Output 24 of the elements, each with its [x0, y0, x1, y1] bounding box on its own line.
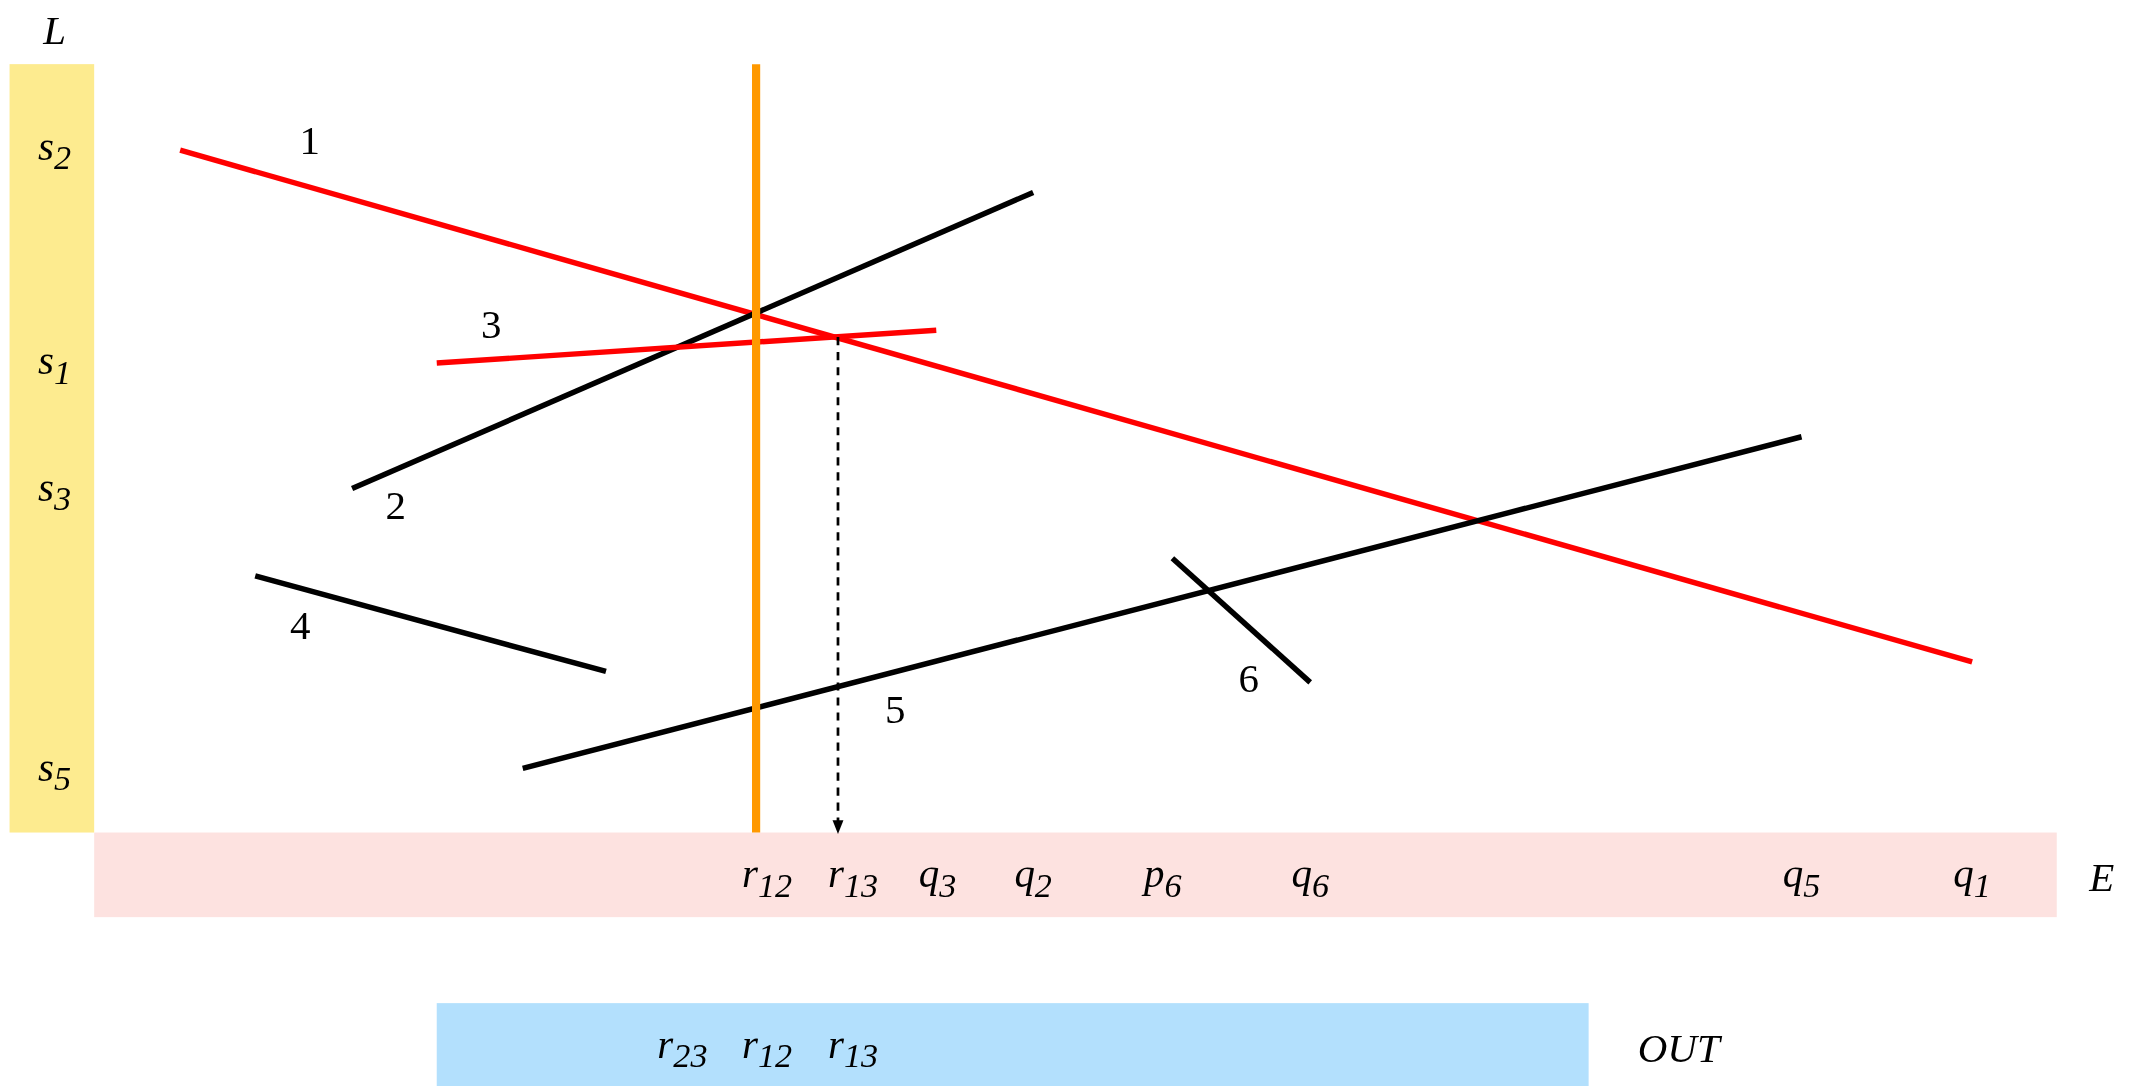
band-title: E	[2089, 857, 2115, 899]
segment-number: 5	[885, 689, 906, 731]
symbol-label: r$_{13}$	[827, 1023, 879, 1073]
symbol-label: s$_{2}$	[38, 125, 72, 175]
symbol-label: q$_{6}$	[1291, 853, 1329, 903]
symbol-label: s$_{1}$	[38, 339, 72, 389]
symbol-label: q$_{5}$	[1782, 853, 1821, 903]
segment-number: 3	[481, 304, 502, 346]
symbol-label: q$_{2}$	[1014, 853, 1052, 903]
symbol-label: s$_{3}$	[38, 466, 72, 516]
symbol-label: r$_{23}$	[657, 1023, 708, 1073]
symbol-label: r$_{12}$	[742, 853, 793, 903]
segment-number: 2	[385, 484, 407, 526]
band-title: L	[43, 9, 66, 51]
segment-number: 1	[299, 120, 321, 162]
symbol-label: r$_{13}$	[827, 853, 879, 903]
segment-number: 6	[1238, 657, 1260, 699]
dashed-arrow	[832, 337, 844, 834]
segment-number: 4	[290, 604, 311, 646]
symbol-label: q$_{1}$	[1953, 853, 1991, 903]
symbol-label: s$_{5}$	[38, 746, 72, 796]
symbol-label: q$_{3}$	[918, 853, 957, 903]
band-title: OUT	[1637, 1027, 1720, 1069]
symbol-label: r$_{12}$	[742, 1023, 793, 1073]
